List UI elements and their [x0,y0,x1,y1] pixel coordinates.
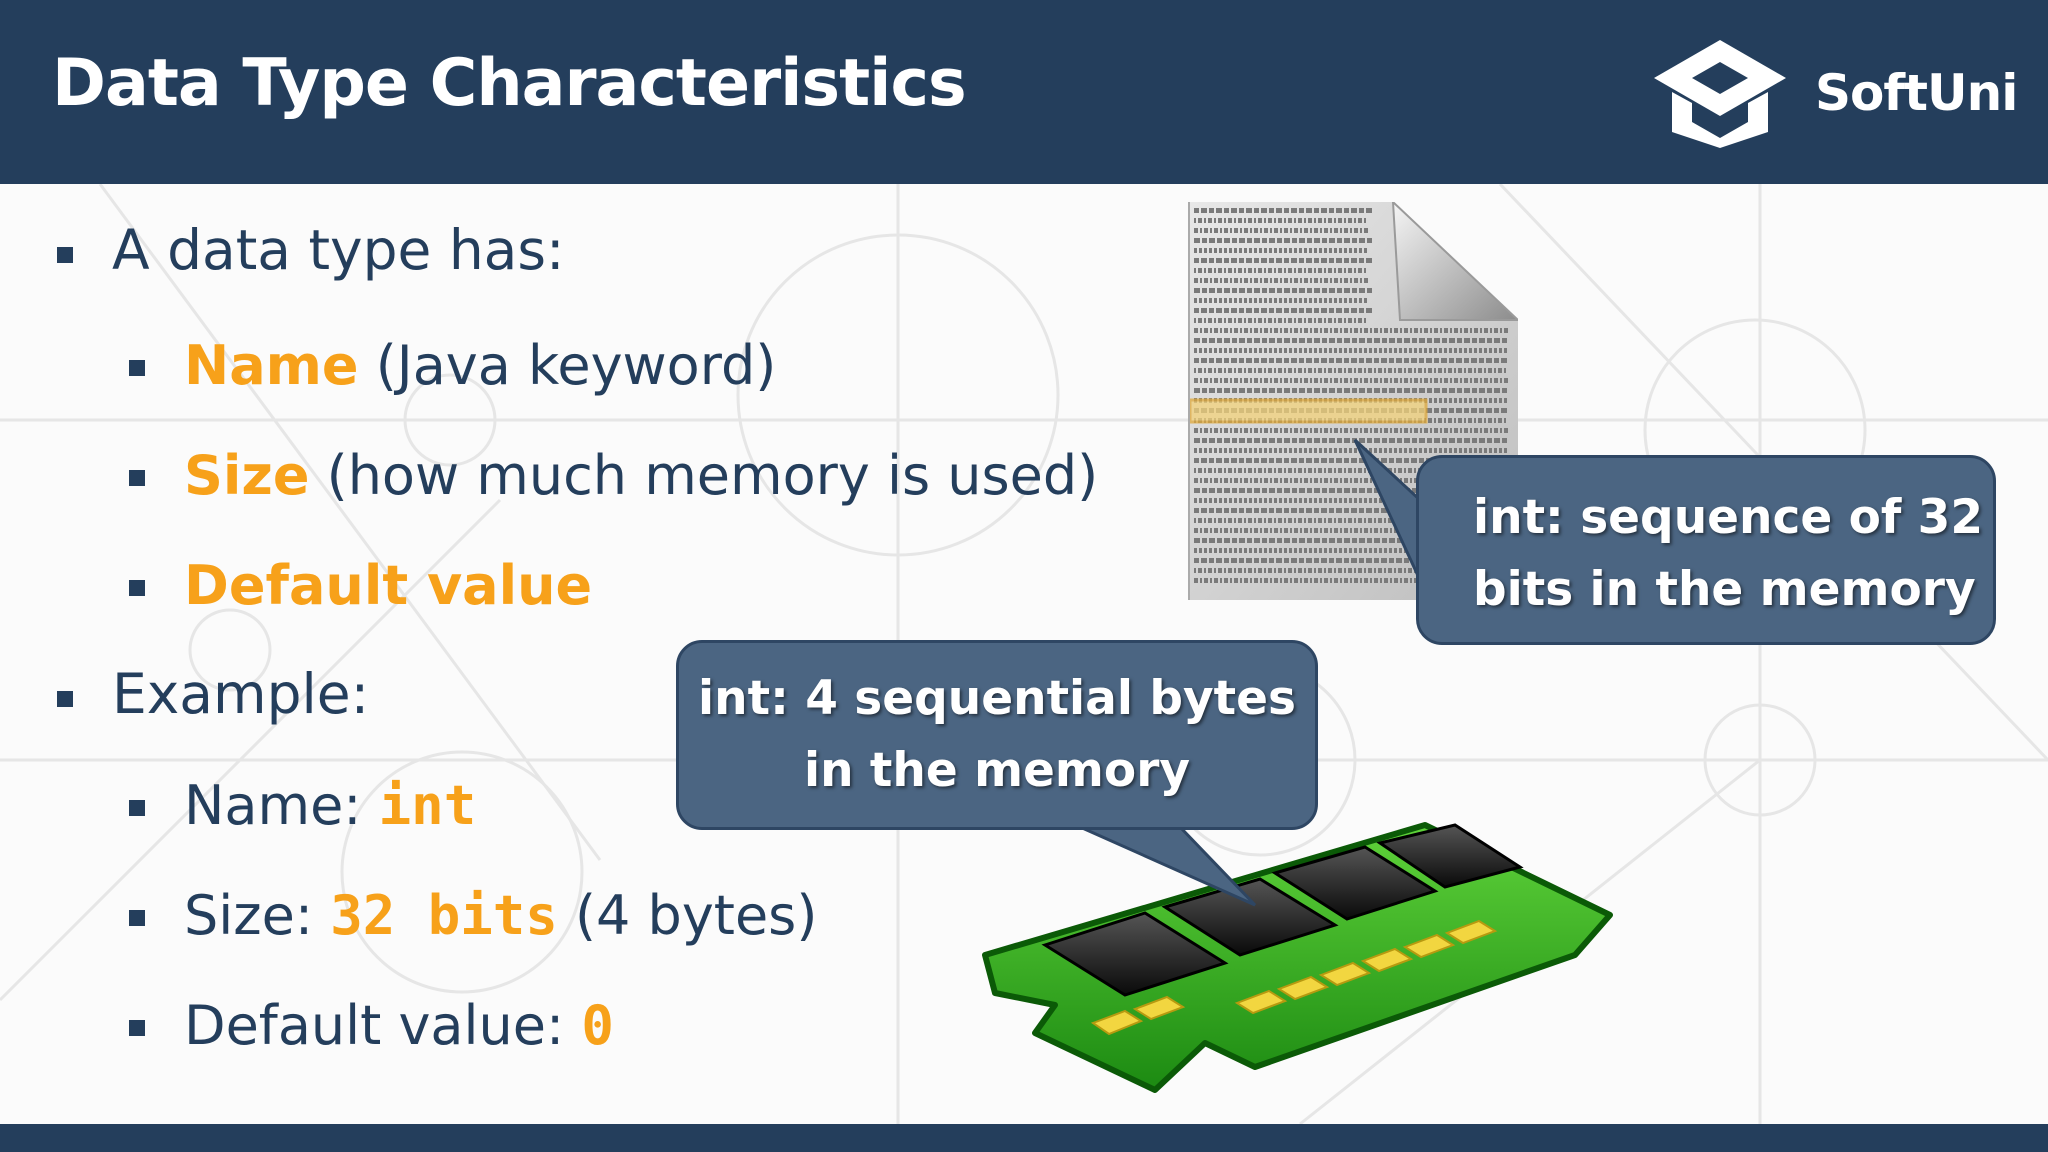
example-size-value: 32 bits [330,884,558,947]
example-default-label: Default value: [184,994,582,1057]
bullet-marker [129,360,145,376]
bullet-marker [129,800,145,816]
example-default-value: 0 [581,994,614,1057]
example-size-label: Size: [184,884,331,947]
bullet-text: A data type has: [112,218,565,282]
callout-line: int: sequence of 32 [1473,490,1984,545]
default-value-label: Default value [184,554,593,617]
binary-file-icon [1188,202,1518,600]
bullet-example-size: Size: 32 bits (4 bytes) [129,884,818,947]
bullet-example-default: Default value: 0 [129,994,614,1057]
bullet-marker [129,910,145,926]
name-description: (Java keyword) [358,334,777,397]
slide-title: Data Type Characteristics [52,46,967,121]
example-name-label: Name: [184,774,379,837]
bullet-example-name: Name: int [129,774,477,837]
bullet-marker [129,1020,145,1036]
bullet-text: Example: [112,662,370,726]
name-label: Name [184,334,359,397]
size-description: (how much memory is used) [309,444,1099,507]
bullet-marker [57,247,73,263]
bullet-name: Name (Java keyword) [129,334,777,397]
graduation-cap-icon [1654,40,1786,148]
bullet-marker [57,691,73,707]
bullet-size: Size (how much memory is used) [129,444,1099,507]
callout-sequential-bytes: int: 4 sequential bytes in the memory [676,640,1318,830]
callout-line: bits in the memory [1473,562,1976,617]
example-name-value: int [378,774,477,837]
callout-line: in the memory [803,743,1191,798]
bullet-example: Example: [57,662,370,726]
size-label: Size [184,444,310,507]
example-size-description: (4 bytes) [557,884,818,947]
callout-line: int: 4 sequential bytes [698,671,1296,726]
bullet-marker [129,580,145,596]
footer-bar [0,1124,2048,1152]
logo-text: SoftUni [1815,64,2018,122]
bullet-data-type-has: A data type has: [57,218,565,282]
bullet-default-value: Default value [129,554,593,617]
bullet-marker [129,470,145,486]
callout-sequence-bits: int: sequence of 32 bits in the memory [1416,455,1996,645]
ram-module-icon [982,822,1613,1093]
